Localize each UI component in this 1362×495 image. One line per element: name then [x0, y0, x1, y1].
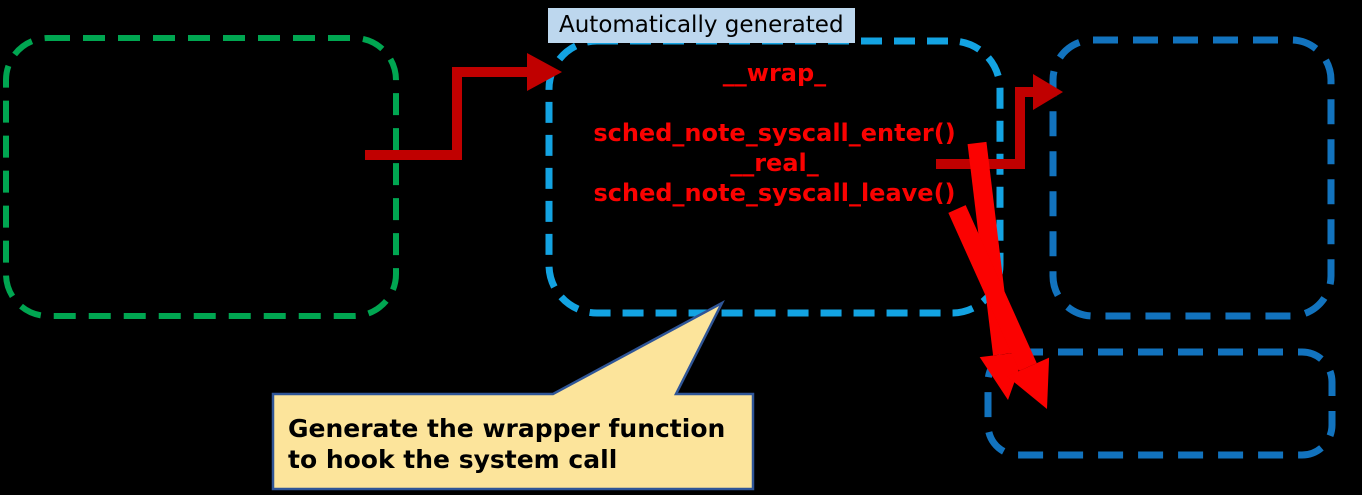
callout-line-2: to hook the system call — [288, 445, 618, 474]
real-symbol-text: __real_ — [730, 149, 819, 177]
syscall-leave-text: sched_note_syscall_leave() — [593, 179, 956, 207]
wrap-symbol-text: __wrap_ — [722, 59, 827, 87]
callout-line-1: Generate the wrapper function — [288, 414, 726, 443]
callout-text: Generate the wrapper function to hook th… — [288, 413, 725, 475]
left-dashed-box — [3, 35, 399, 319]
top-right-dashed-box — [1049, 36, 1335, 320]
syscall-enter-text: sched_note_syscall_enter() — [593, 119, 956, 147]
bottom-right-dashed-box — [984, 348, 1336, 459]
blank-line — [549, 88, 1000, 118]
wrapper-function-text: __wrap_ sched_note_syscall_enter() __rea… — [549, 58, 1000, 208]
note-leave-arrow-icon — [948, 205, 1050, 409]
auto-generated-label: Automatically generated — [548, 8, 855, 43]
call-flow-arrow-icon — [365, 53, 562, 160]
